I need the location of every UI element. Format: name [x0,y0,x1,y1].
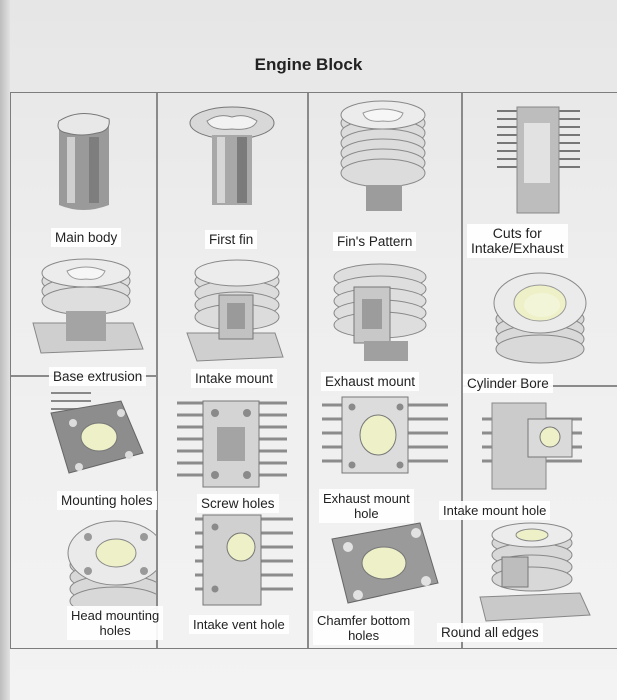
step-cell-intake-vent-hole [157,509,307,647]
exhaust-mount-hole-illustration [322,396,448,474]
step-cell-head-mounting-holes [11,509,156,647]
chamfer-bottom-holes-illustration [331,522,439,604]
step-cell-mounting-holes [11,383,156,495]
step-label-intake-mount: Intake mount [191,369,278,388]
fins-pattern-illustration [340,100,426,211]
step-label-fins-pattern: Fin's Pattern [333,232,417,251]
step-label-exhaust-mount-hole: Exhaust mount hole [319,489,414,523]
steps-grid: Main body First fin Fin's Pattern Cuts f… [10,92,617,649]
step-cell-exhaust-mount [308,253,461,371]
step-label-head-mounting-holes: Head mounting holes [67,606,164,640]
step-cell-first-fin [157,93,307,258]
round-all-edges-illustration [479,522,591,622]
step-cell-chamfer-bottom-holes [308,509,461,647]
step-label-chamfer-bottom-holes: Chamfer bottom holes [313,611,415,645]
step-cell-base-extrusion [11,253,156,371]
step-label-round-all-edges: Round all edges [437,623,543,642]
step-label-base-extrusion: Base extrusion [49,367,147,386]
intake-vent-hole-illustration [195,514,293,606]
mounting-holes-illustration [50,392,144,474]
monitor-bezel [0,0,10,700]
step-label-cylinder-bore: Cylinder Bore [463,374,553,393]
step-cell-intake-mount-hole [462,389,617,499]
step-cell-intake-mount [157,253,307,371]
grid-divider [461,93,463,648]
step-cell-exhaust-mount-hole [308,383,461,495]
intake-mount-hole-illustration [482,402,582,490]
cylinder-bore-illustration [493,272,587,364]
step-cell-round-all-edges [462,513,617,647]
exhaust-mount-illustration [333,263,427,361]
base-extrusion-illustration [32,258,144,354]
grid-divider [307,93,309,648]
step-label-intake-vent-hole: Intake vent hole [189,615,289,634]
step-cell-cuts [462,93,617,263]
head-mounting-holes-illustration [67,520,156,616]
step-label-mounting-holes: Mounting holes [57,491,157,510]
page-title: Engine Block [254,55,363,74]
step-cell-main-body [11,93,156,258]
step-label-intake-mount-hole: Intake mount hole [439,501,551,520]
first-fin-illustration [189,106,275,205]
step-cell-fins-pattern [308,93,461,258]
step-cell-screw-holes [157,383,307,495]
grid-divider [156,93,158,648]
step-label-first-fin: First fin [205,230,258,249]
intake-mount-illustration [186,259,284,362]
step-label-cuts: Cuts for Intake/Exhaust [467,224,568,258]
main-body-illustration [57,113,110,210]
step-label-exhaust-mount: Exhaust mount [321,372,420,391]
cuts-illustration [497,106,580,214]
step-label-screw-holes: Screw holes [197,494,279,513]
step-cell-cylinder-bore [462,263,617,383]
step-label-main-body: Main body [51,228,122,247]
screw-holes-illustration [177,400,287,488]
